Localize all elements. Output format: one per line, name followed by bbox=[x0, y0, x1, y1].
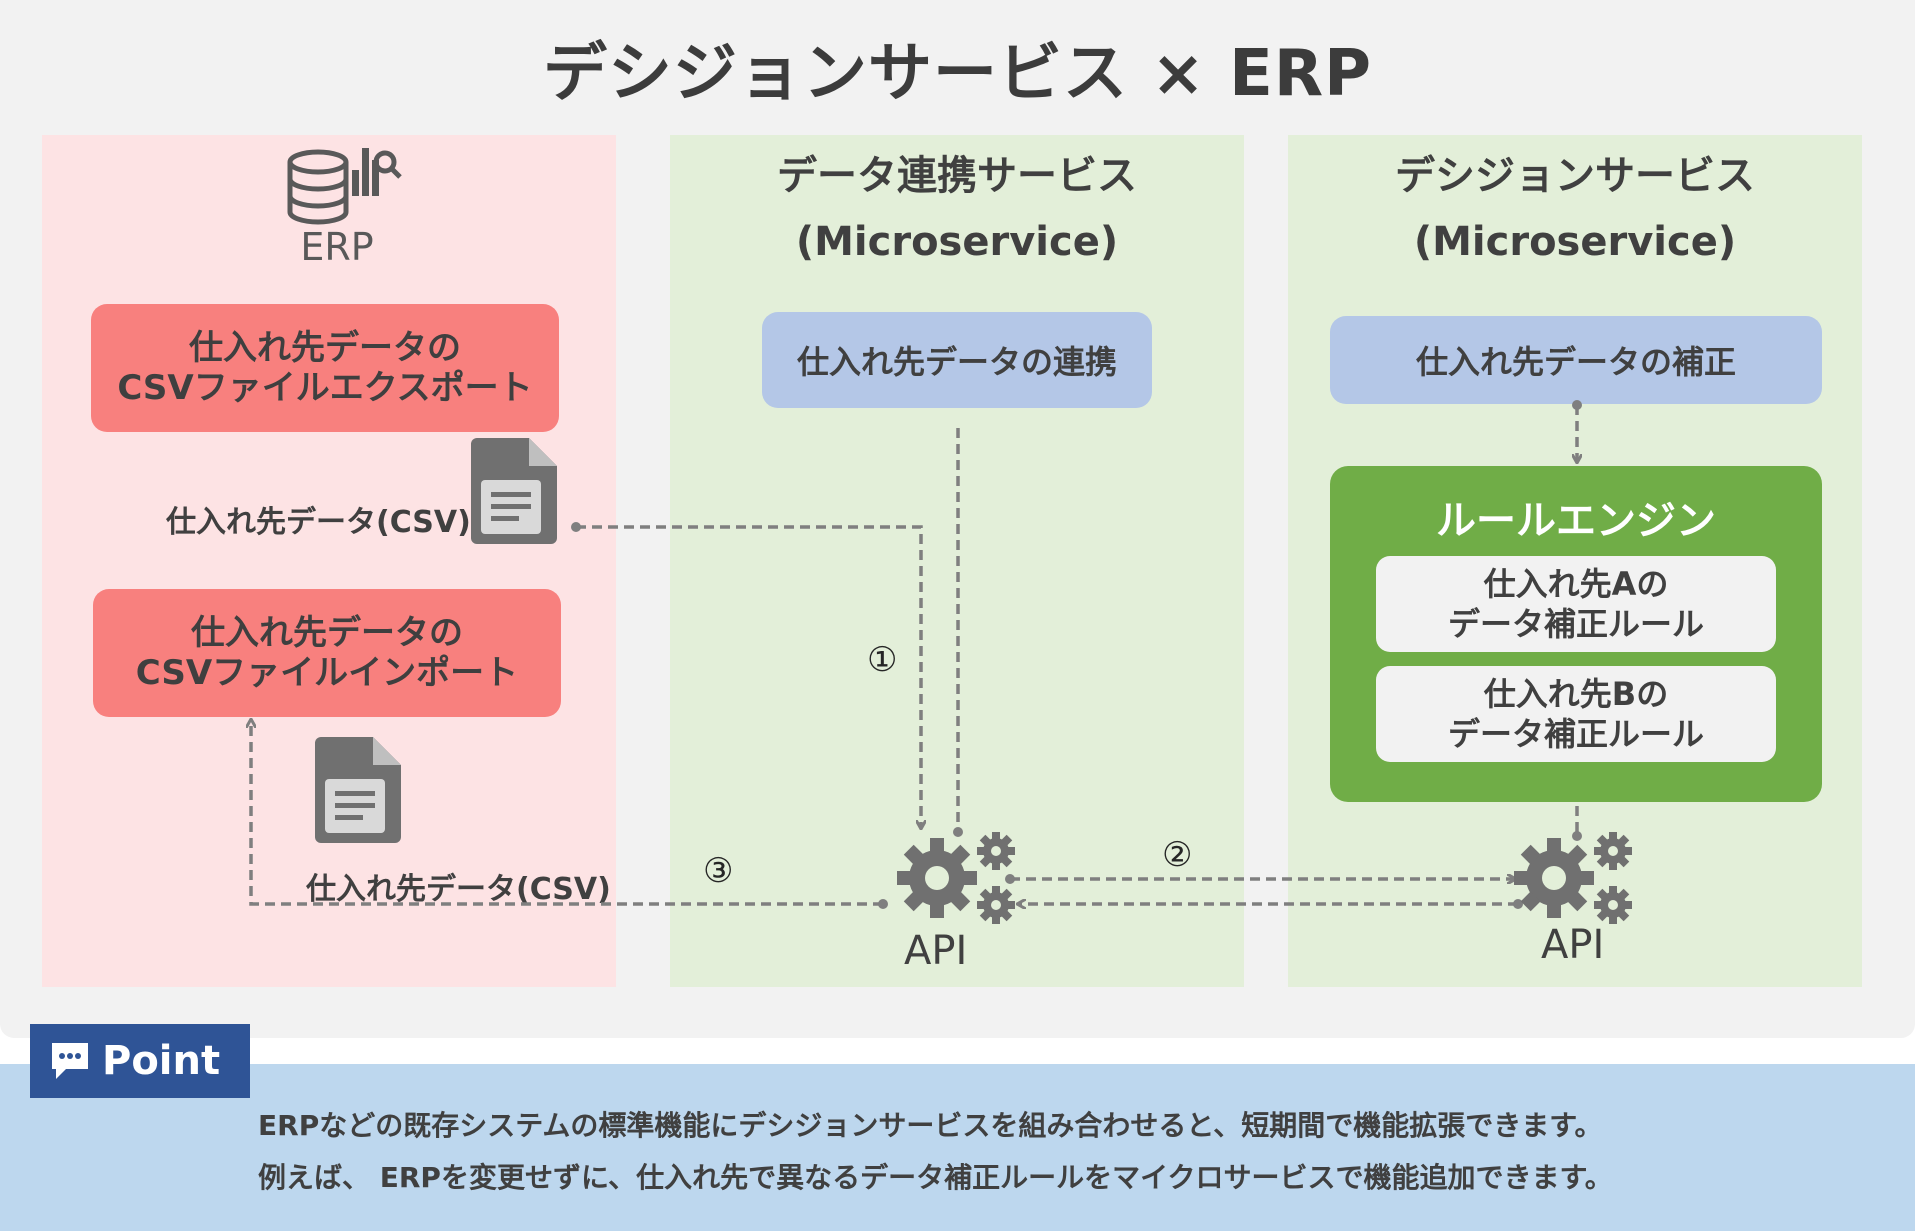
step-2-label: ② bbox=[1162, 835, 1193, 875]
chat-bubble-icon bbox=[52, 1043, 88, 1079]
diagram-title: デシジョンサービス × ERP bbox=[542, 37, 1373, 111]
decision-api-gears-icon bbox=[1514, 832, 1632, 924]
step-1-label: ① bbox=[867, 640, 898, 680]
api-gears-icon bbox=[897, 832, 1015, 924]
data-service-api-label: API bbox=[904, 928, 968, 974]
rule-b-box: 仕入れ先Bの データ補正ルール bbox=[1376, 666, 1776, 762]
csv-export-box: 仕入れ先データの CSVファイルエクスポート bbox=[91, 304, 559, 432]
point-line2: 例えば、 ERPを変更せずに、仕入れ先で異なるデータ補正ルールをマイクロサービス… bbox=[258, 1161, 1613, 1194]
decision-service-heading-line2: (Microservice) bbox=[1413, 219, 1737, 265]
data-service-heading-line2: (Microservice) bbox=[795, 219, 1119, 265]
erp-label: ERP bbox=[300, 225, 374, 269]
csv-label-bottom: 仕入れ先データ(CSV) bbox=[306, 872, 611, 907]
erp-column bbox=[42, 135, 616, 987]
csv-import-box: 仕入れ先データの CSVファイルインポート bbox=[93, 589, 561, 717]
decision-service-heading: デシジョンサービス (Microservice) bbox=[1288, 143, 1862, 275]
rule-b-line2: データ補正ルール bbox=[1447, 715, 1704, 753]
rule-a-box: 仕入れ先Aの データ補正ルール bbox=[1376, 556, 1776, 652]
csv-export-line2: CSVファイルエクスポート bbox=[117, 368, 533, 408]
csv-import-line1: 仕入れ先データの bbox=[191, 613, 463, 653]
decision-service-heading-line1: デシジョンサービス bbox=[1395, 153, 1755, 199]
csv-import-line2: CSVファイルインポート bbox=[135, 653, 519, 693]
data-service-heading: データ連携サービス (Microservice) bbox=[670, 143, 1244, 275]
point-text: ERPなどの既存システムの標準機能にデシジョンサービスを組み合わせると、短期間で… bbox=[258, 1100, 1858, 1204]
point-tag-label: Point bbox=[102, 1038, 221, 1084]
csv-document-icon-bottom bbox=[315, 737, 401, 843]
point-tag: Point bbox=[30, 1024, 250, 1098]
data-correction-box: 仕入れ先データの補正 bbox=[1330, 316, 1822, 404]
flow-connectors bbox=[0, 400, 1582, 909]
step-3-label: ③ bbox=[703, 851, 734, 891]
decision-service-api-label: API bbox=[1541, 922, 1605, 968]
point-line1: ERPなどの既存システムの標準機能にデシジョンサービスを組み合わせると、短期間で… bbox=[258, 1109, 1603, 1142]
step1-connector bbox=[576, 525, 921, 828]
data-service-heading-line1: データ連携サービス bbox=[777, 153, 1137, 199]
data-link-box: 仕入れ先データの連携 bbox=[762, 312, 1152, 408]
csv-document-icon-top bbox=[471, 438, 557, 544]
point-band bbox=[0, 1064, 1915, 1231]
rule-a-line2: データ補正ルール bbox=[1447, 605, 1704, 643]
database-chart-icon bbox=[287, 148, 402, 225]
rule-a-line1: 仕入れ先Aの bbox=[1483, 565, 1669, 603]
csv-label-top: 仕入れ先データ(CSV) bbox=[166, 505, 471, 540]
rule-engine-title: ルールエンジン bbox=[1436, 498, 1716, 544]
csv-export-line1: 仕入れ先データの bbox=[189, 328, 461, 368]
step3-connector bbox=[251, 720, 883, 906]
rule-b-line1: 仕入れ先Bの bbox=[1483, 675, 1669, 713]
